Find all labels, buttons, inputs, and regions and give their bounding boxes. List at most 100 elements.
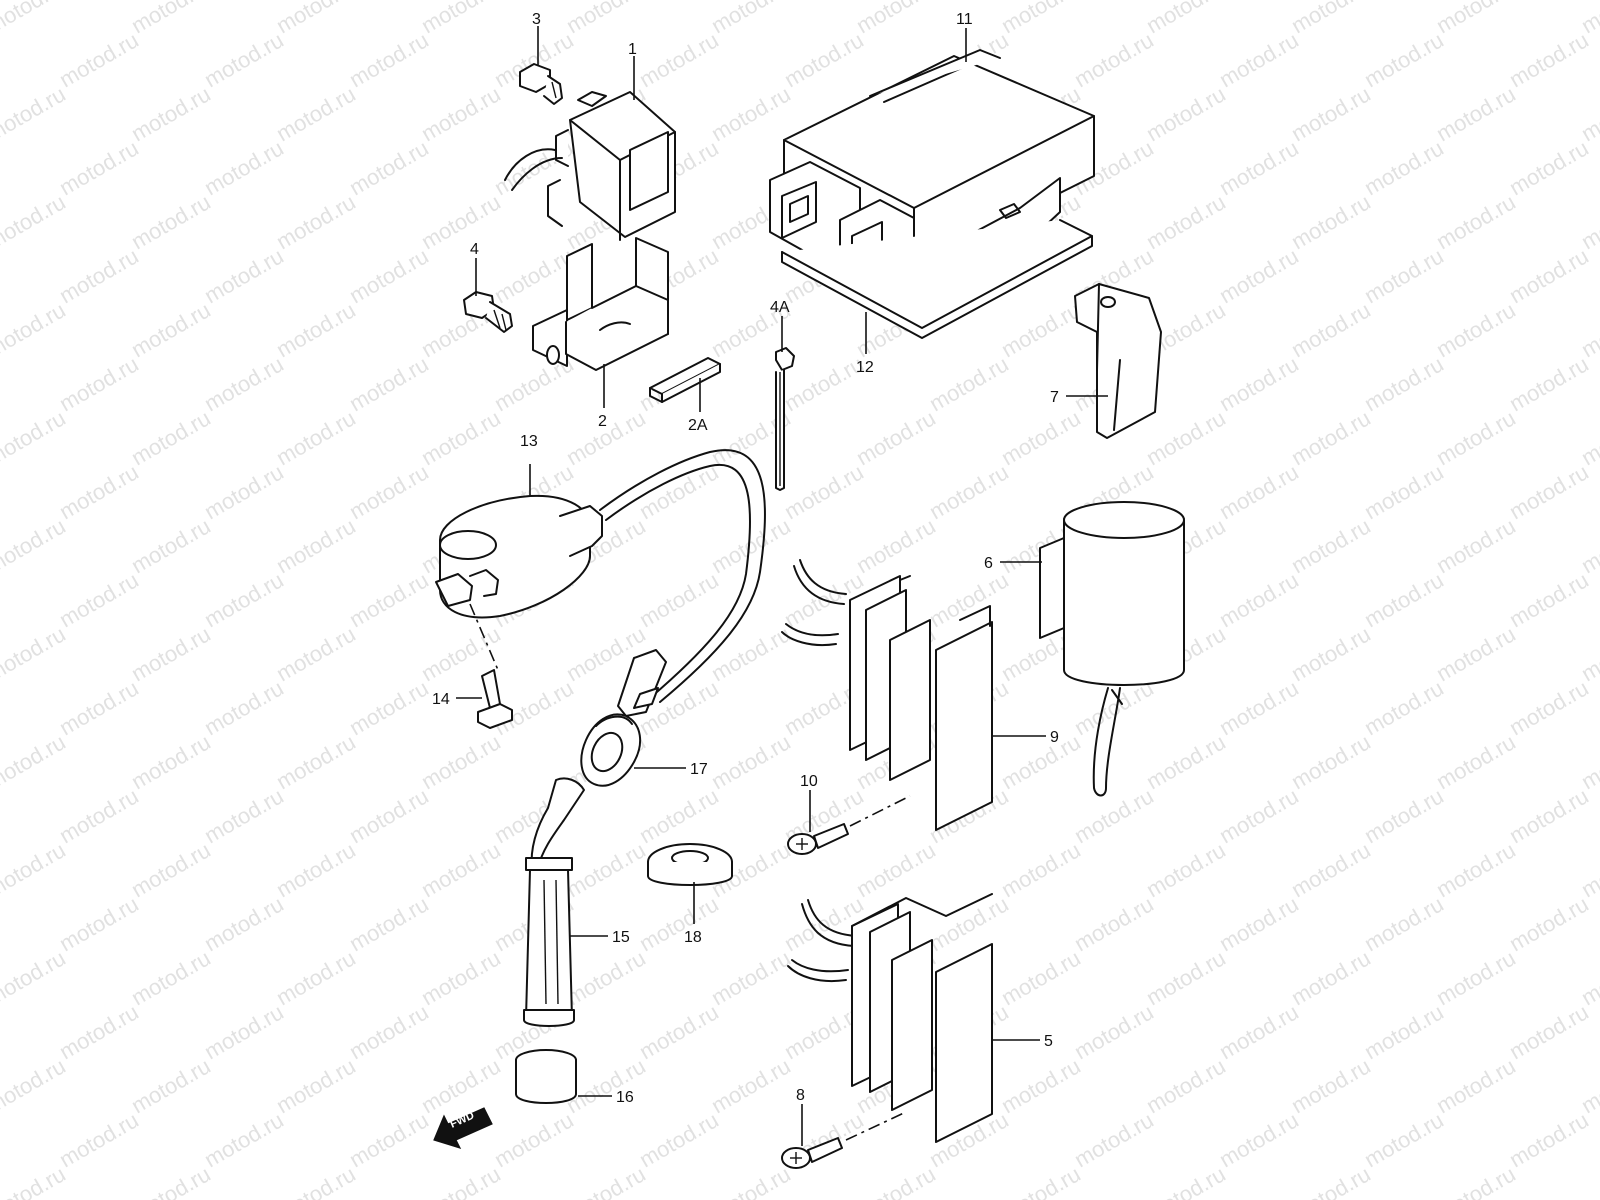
watermark-text: motod.ru (200, 459, 288, 524)
watermark-text: motod.ru (780, 459, 868, 524)
part-16-seal (515, 1049, 577, 1104)
watermark-text: motod.ru (1505, 351, 1593, 416)
watermark-text: motod.ru (200, 351, 288, 416)
watermark-text: motod.ru (127, 729, 215, 794)
watermark-text: motod.ru (1505, 1107, 1593, 1172)
watermark-text: motod.ru (1360, 351, 1448, 416)
watermark-text: motod.ru (417, 1161, 505, 1200)
watermark-text: motod.ru (707, 1053, 795, 1118)
watermark-text: motod.ru (200, 27, 288, 92)
watermark-text: motod.ru (1070, 891, 1158, 956)
watermark-text: motod.ru (417, 405, 505, 470)
watermark-text: motod.ru (1505, 675, 1593, 740)
watermark-text: motod.ru (562, 1161, 650, 1200)
watermark-text: motod.ru (0, 297, 70, 362)
watermark-text: motod.ru (127, 1053, 215, 1118)
callout-12: 12 (856, 359, 874, 376)
watermark-text: motod.ru (1287, 297, 1375, 362)
watermark-text: motod.ru (417, 1053, 505, 1118)
watermark-text: motod.ru (1360, 243, 1448, 308)
watermark-text: motod.ru (1142, 729, 1230, 794)
watermark-text: motod.ru (200, 567, 288, 632)
watermark-text: motod.ru (1215, 675, 1303, 740)
watermark-text: motod.ru (1505, 135, 1593, 200)
watermark-text: motod.ru (635, 999, 723, 1064)
watermark-text: motod.ru (417, 0, 505, 38)
callout-16: 16 (616, 1089, 634, 1106)
callout-7: 7 (1050, 389, 1059, 406)
watermark-text: motod.ru (1505, 459, 1593, 524)
watermark-text: motod.ru (852, 837, 940, 902)
watermark-text: motod.ru (1070, 999, 1158, 1064)
watermark-text: motod.ru (0, 1053, 70, 1118)
callout-17: 17 (690, 761, 708, 778)
watermark-text: motod.ru (635, 27, 723, 92)
watermark-text: motod.ru (0, 189, 70, 254)
callout-numbers: 3 1 4 2 2A 4A 11 12 7 6 9 10 5 8 13 14 1… (432, 11, 1059, 1106)
watermark-text: motod.ru (1215, 351, 1303, 416)
watermark-text: motod.ru (55, 27, 143, 92)
watermark-text: motod.ru (997, 297, 1085, 362)
watermark-text: motod.ru (417, 837, 505, 902)
watermark-text: motod.ru (345, 243, 433, 308)
watermark-text: motod.ru (1360, 27, 1448, 92)
watermark-text: motod.ru (0, 945, 70, 1010)
callout-11: 11 (956, 11, 973, 28)
part-7-bracket (1074, 283, 1162, 439)
watermark-text: motod.ru (1505, 27, 1593, 92)
part-1-relay (504, 91, 676, 241)
watermark-text: motod.ru (1142, 945, 1230, 1010)
watermark-text: motod.ru (55, 567, 143, 632)
watermark-text: motod.ru (127, 189, 215, 254)
callout-9: 9 (1050, 729, 1059, 746)
callout-4a: 4A (770, 299, 790, 316)
watermark-text: motod.ru (925, 351, 1013, 416)
watermark-text: motod.ru (707, 945, 795, 1010)
watermark-text: motod.ru (852, 513, 940, 578)
watermark-text: motod.ru (1142, 405, 1230, 470)
watermark-text: motod.ru (55, 1107, 143, 1172)
watermark-text: motod.ru (1287, 1161, 1375, 1200)
watermark-text: motod.ru (1505, 891, 1593, 956)
callout-14: 14 (432, 691, 450, 708)
watermark-text: motod.ru (635, 567, 723, 632)
watermark-text: motod.ru (1360, 567, 1448, 632)
callout-1: 1 (628, 41, 637, 58)
watermark-text: motod.ru (1360, 1107, 1448, 1172)
watermark-text: motod.ru (1360, 999, 1448, 1064)
watermark-text: motod.ru (635, 891, 723, 956)
part-2-bracket (532, 237, 669, 371)
watermark-text: motod.ru (55, 675, 143, 740)
watermark-text: motod.ru (1432, 297, 1520, 362)
watermark-text: motod.ru (780, 27, 868, 92)
watermark-text: motod.ru (1287, 621, 1375, 686)
watermark-text: motod.ru (1432, 837, 1520, 902)
watermark-text: motod.ru (490, 243, 578, 308)
watermark-text: motod.ru (272, 0, 360, 38)
watermark-text: motod.ru (200, 1107, 288, 1172)
leader-lines (456, 26, 1108, 1146)
watermark-text: motod.ru (1287, 1053, 1375, 1118)
watermark-text: motod.ru (1360, 135, 1448, 200)
watermark-text: motod.ru (272, 837, 360, 902)
watermark-text: motod.ru (1360, 891, 1448, 956)
callout-15: 15 (612, 929, 630, 946)
watermark-text: motod.ru (0, 1161, 70, 1200)
watermark-text: motod.ru (417, 945, 505, 1010)
watermark-text: motod.ru (925, 891, 1013, 956)
watermark-text: motod.ru (345, 891, 433, 956)
callout-3: 3 (532, 11, 541, 28)
watermark-text: motod.ru (1142, 81, 1230, 146)
watermark-text: motod.ru (127, 405, 215, 470)
watermark-text: motod.ru (1070, 1107, 1158, 1172)
watermark-text: motod.ru (272, 1161, 360, 1200)
watermark-text: motod.ru (55, 783, 143, 848)
watermark-text: motod.ru (417, 729, 505, 794)
watermark-text: motod.ru (707, 729, 795, 794)
watermark-text: motod.ru (562, 0, 650, 38)
watermark-text: motod.ru (0, 513, 70, 578)
watermark-text: motod.ru (1287, 837, 1375, 902)
watermark-text: motod.ru (1432, 621, 1520, 686)
watermark-text: motod.ru (997, 945, 1085, 1010)
